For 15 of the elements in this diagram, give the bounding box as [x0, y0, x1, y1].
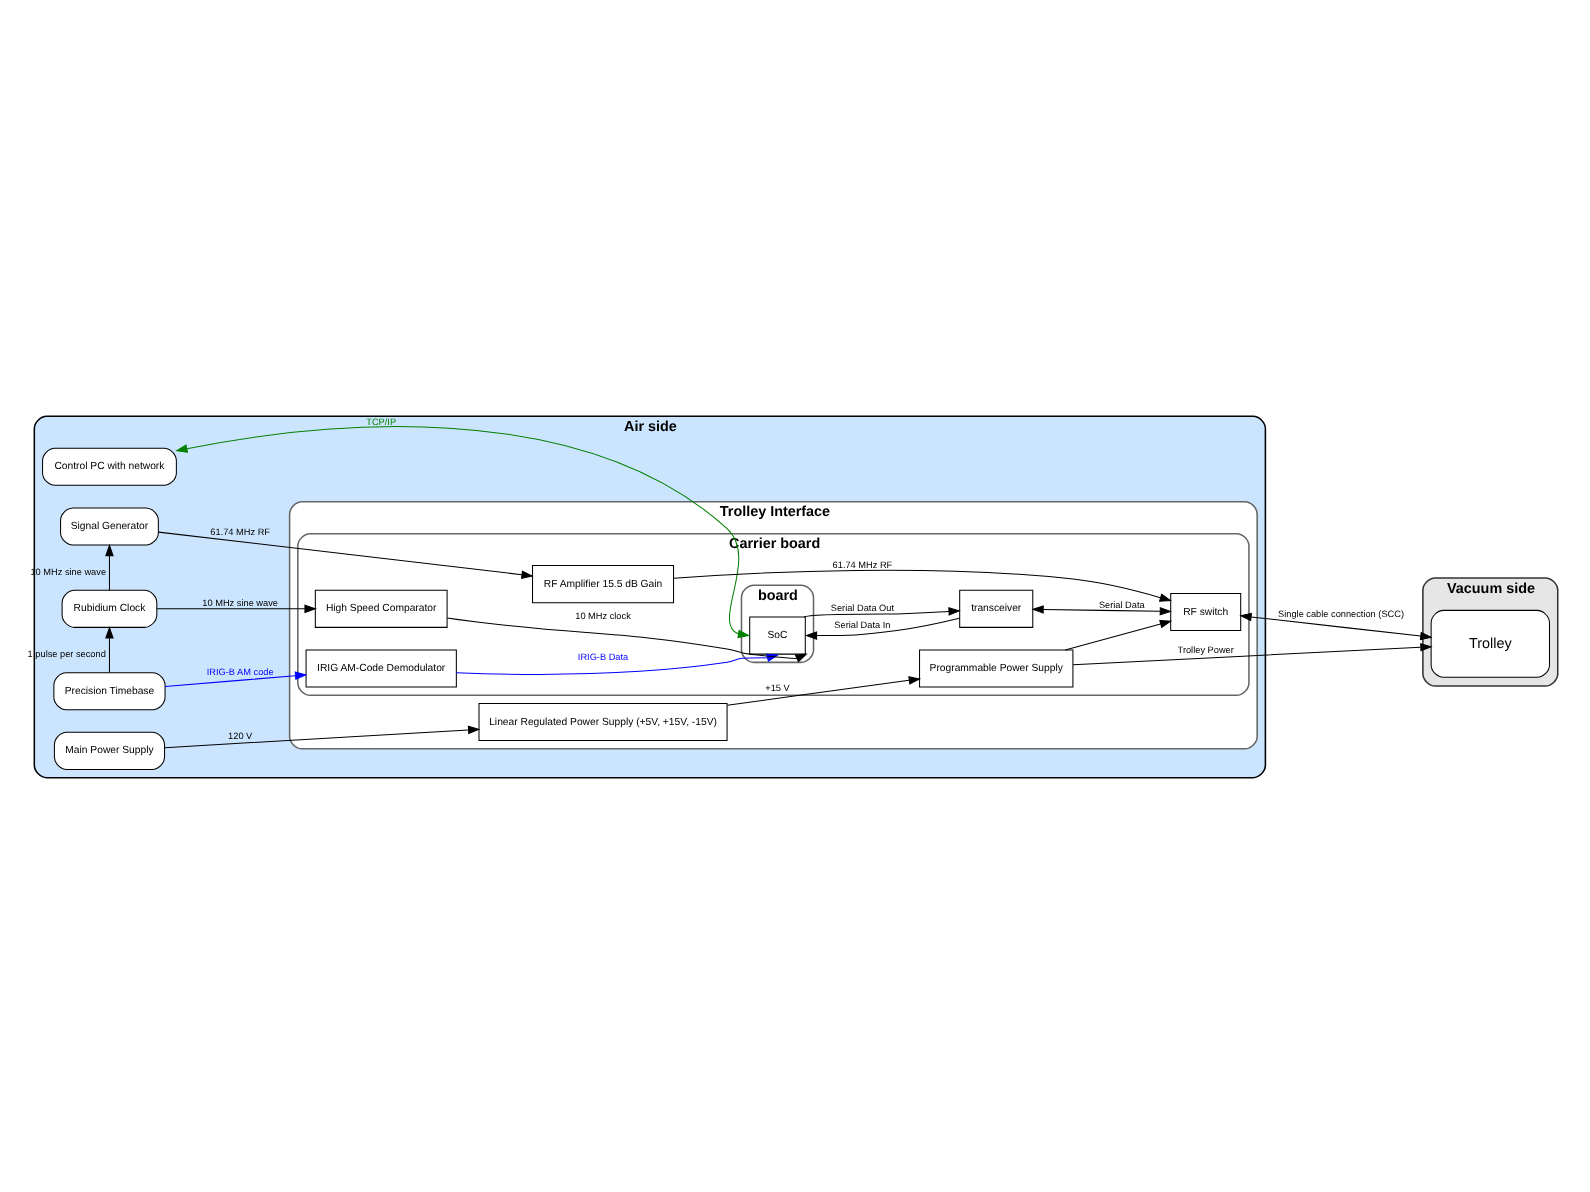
arrow [175, 425, 751, 638]
arrow [164, 670, 308, 687]
arrow [105, 625, 114, 673]
arrow [1031, 604, 1173, 615]
arrow [726, 675, 922, 705]
arrow [105, 542, 114, 590]
arrow [164, 724, 481, 748]
arrow [673, 568, 1172, 601]
arrow [1239, 611, 1433, 640]
arrow [804, 616, 960, 639]
arrow [803, 606, 961, 617]
arrow [1064, 618, 1173, 650]
arrow [158, 530, 534, 578]
arrow [156, 603, 317, 613]
arrow [1072, 641, 1433, 665]
